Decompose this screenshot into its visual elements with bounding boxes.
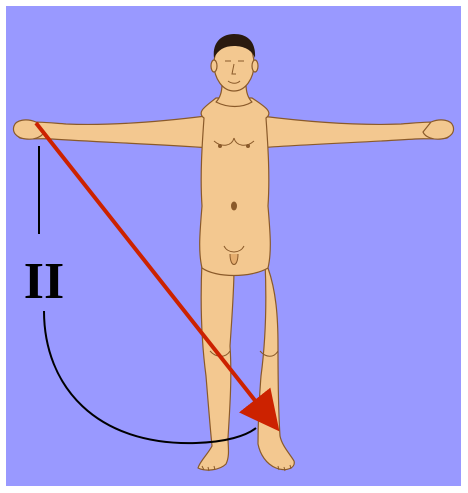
left-ear [211, 60, 217, 72]
torso [200, 98, 271, 276]
lead-label: II [24, 253, 64, 310]
diagram-panel: II [6, 6, 461, 486]
right-ear [252, 60, 258, 72]
lead-ii-diagram: II [6, 6, 461, 486]
